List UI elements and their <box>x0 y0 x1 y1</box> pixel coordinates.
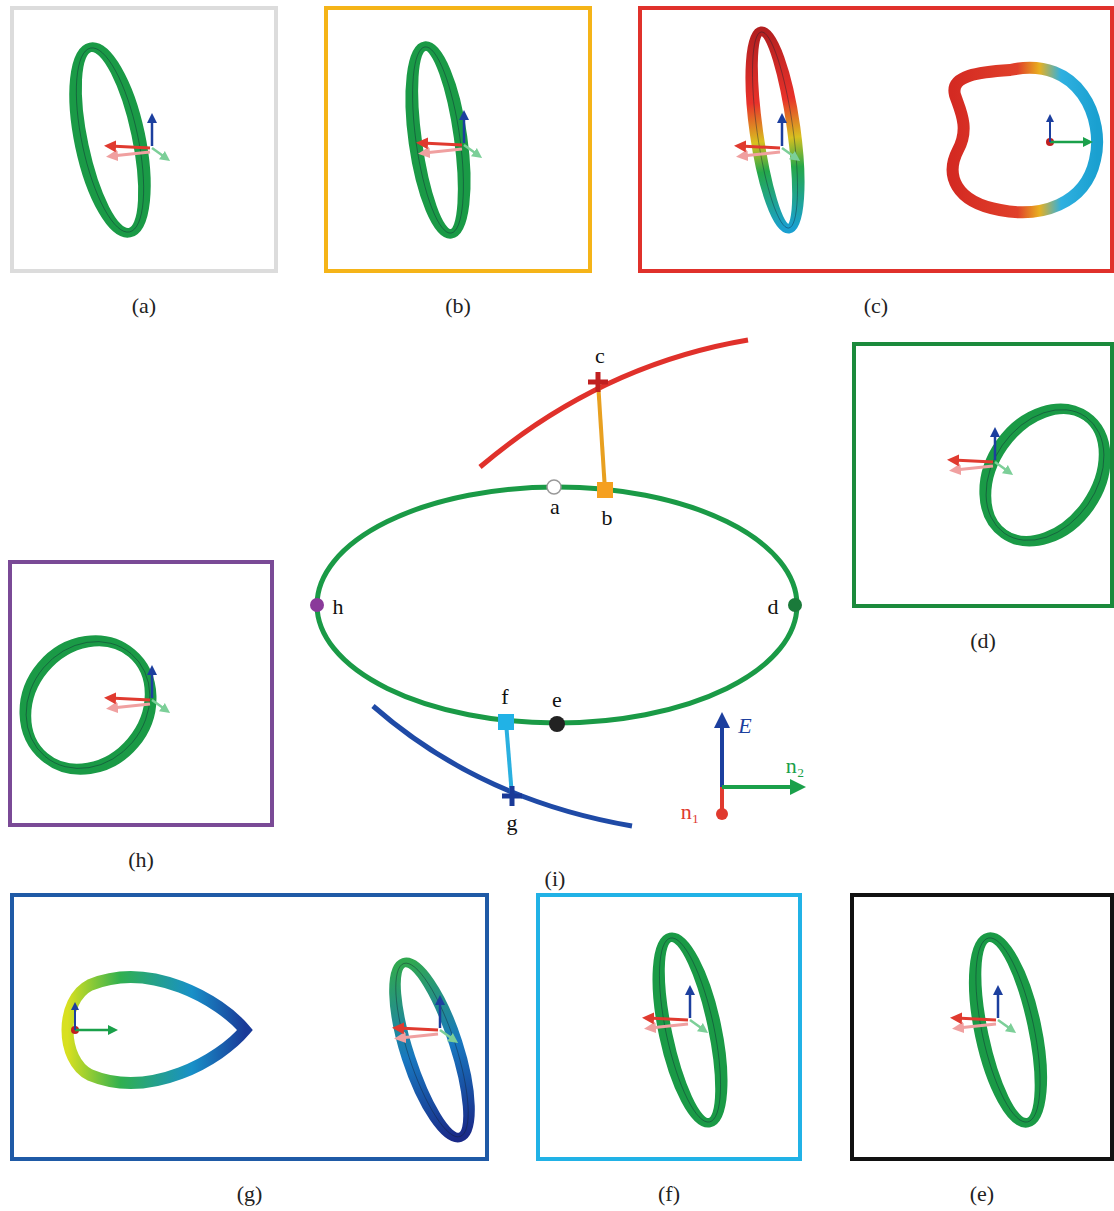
panel: (d) <box>852 342 1114 660</box>
point-label: g <box>507 812 518 834</box>
frame-arrow <box>1050 141 1088 144</box>
panel-frame <box>8 560 274 827</box>
frame-arrow <box>112 704 150 708</box>
point-label: b <box>602 507 613 529</box>
panel: (b) <box>324 6 592 325</box>
frame-arrow <box>740 146 780 148</box>
frame-arrow <box>648 1018 688 1020</box>
ribbon-loop <box>644 931 736 1128</box>
frame-arrow <box>953 460 993 462</box>
frame-arrow <box>152 700 166 710</box>
frame-arrow <box>398 1028 438 1030</box>
frame-arrow <box>152 148 166 158</box>
panel-label: (i) <box>480 868 630 890</box>
point-label: f <box>501 686 508 708</box>
frame-arrow <box>689 990 692 1018</box>
panel-frame <box>10 6 278 273</box>
frame-arrow <box>956 1018 996 1020</box>
panel-label: (c) <box>638 295 1114 317</box>
panel: (f) <box>536 893 802 1211</box>
frame-arrow <box>422 143 462 145</box>
ribbon-loop <box>0 614 178 797</box>
ribbon-loop <box>953 68 1097 212</box>
frame-arrow <box>151 670 154 698</box>
frame-arrow <box>720 720 724 787</box>
frame-arrow <box>424 149 462 153</box>
panel-frame <box>10 893 489 1161</box>
panel-label: (d) <box>852 630 1114 652</box>
panel-label: (f) <box>536 1183 802 1205</box>
ribbon-loop <box>400 42 476 237</box>
axis-label: n₂ <box>786 755 805 777</box>
panel-frame <box>638 6 1114 273</box>
axis-label: E <box>738 715 751 737</box>
frame-arrow <box>997 990 1000 1018</box>
panel-label: (b) <box>324 295 592 317</box>
point-label: d <box>768 596 779 618</box>
frame-arrow <box>151 118 154 146</box>
frame-arrow <box>742 152 780 156</box>
panel-label: (e) <box>850 1183 1114 1205</box>
frame-arrow <box>690 1020 704 1030</box>
ribbon-loop <box>68 977 246 1083</box>
ribbon-loop <box>740 28 809 232</box>
panel: (g) <box>10 893 489 1211</box>
panel-frame <box>536 893 802 1161</box>
frame-arrow <box>958 1024 996 1028</box>
solution-branches <box>310 340 802 826</box>
frame-arrow <box>464 145 478 155</box>
frame-arrow <box>75 1029 113 1032</box>
frame-arrow <box>439 1000 442 1028</box>
frame-arrow <box>994 432 997 460</box>
panel-caption-block: (i) <box>480 812 630 898</box>
panel-frame <box>324 6 592 273</box>
panel-label: (a) <box>10 295 278 317</box>
frame-arrow <box>955 466 993 470</box>
frame-arrow <box>110 698 150 700</box>
panel-frame <box>850 893 1114 1161</box>
frame-arrow <box>110 146 150 148</box>
frame-arrow <box>440 1030 454 1040</box>
panel: (c) <box>638 6 1114 325</box>
point-label: a <box>550 496 560 518</box>
frame-arrow <box>998 1020 1012 1030</box>
panel: (h) <box>8 560 274 879</box>
ribbon-loop <box>60 41 160 240</box>
frame-arrow <box>722 785 798 789</box>
frame-arrow <box>650 1024 688 1028</box>
frame-arrow <box>782 148 796 158</box>
frame-arrow <box>1049 118 1051 142</box>
point-label: e <box>552 689 562 711</box>
axis-label: n₁ <box>681 801 700 823</box>
frame-arrow <box>995 462 1009 472</box>
panel-label: (g) <box>10 1183 489 1205</box>
frame-arrow <box>781 118 784 146</box>
panel: (a) <box>10 6 278 325</box>
point-label: c <box>595 345 605 367</box>
ribbon-loop <box>960 931 1056 1129</box>
ribbon-loop <box>378 954 486 1146</box>
frame-arrow <box>400 1034 438 1038</box>
panel-frame <box>852 342 1114 608</box>
frame-arrow <box>74 1006 76 1030</box>
panel: (e) <box>850 893 1114 1211</box>
point-label: h <box>333 596 344 618</box>
panel-label: (h) <box>8 849 274 871</box>
ribbon-loop <box>959 384 1114 565</box>
frame-arrow <box>112 152 150 156</box>
frame-arrow <box>463 115 466 143</box>
